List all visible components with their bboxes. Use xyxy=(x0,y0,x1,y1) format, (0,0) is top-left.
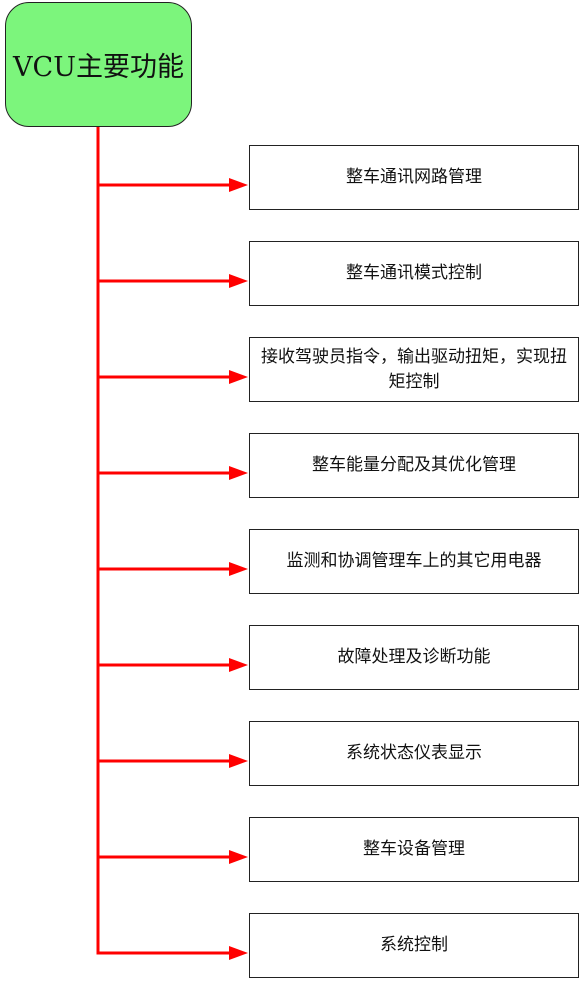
function-node-label: 整车设备管理 xyxy=(363,839,465,859)
arrowhead-icon xyxy=(229,850,248,864)
function-node-torque-control: 接收驾驶员指令，输出驱动扭矩，实现扭矩控制 xyxy=(249,337,579,402)
function-node-label: 整车通讯网路管理 xyxy=(346,167,482,187)
function-node-label: 系统状态仪表显示 xyxy=(346,743,482,763)
arrowhead-icon xyxy=(229,370,248,384)
arrowhead-icon xyxy=(229,562,248,576)
arrowhead-icon xyxy=(229,466,248,480)
function-node-communication-mode-control: 整车通讯模式控制 xyxy=(249,241,579,306)
function-node-status-display: 系统状态仪表显示 xyxy=(249,721,579,786)
root-node-label: VCU主要功能 xyxy=(13,52,184,83)
function-node-electrical-appliance-coordination: 监测和协调管理车上的其它用电器 xyxy=(249,529,579,594)
root-node-vcu-main-functions: VCU主要功能 xyxy=(5,2,192,127)
function-node-label: 接收驾驶员指令，输出驱动扭矩，实现扭矩控制 xyxy=(261,346,567,392)
arrowhead-icon xyxy=(229,274,248,288)
function-node-system-control: 系统控制 xyxy=(249,913,579,978)
function-node-label: 整车通讯模式控制 xyxy=(346,263,482,283)
arrowhead-icon xyxy=(229,754,248,768)
arrowhead-icon xyxy=(229,946,248,960)
function-node-fault-diagnosis: 故障处理及诊断功能 xyxy=(249,625,579,690)
function-node-label: 整车能量分配及其优化管理 xyxy=(312,455,516,475)
function-node-network-management: 整车通讯网路管理 xyxy=(249,145,579,210)
function-node-label: 系统控制 xyxy=(380,935,448,955)
function-node-label: 监测和协调管理车上的其它用电器 xyxy=(286,551,542,571)
arrowhead-icon xyxy=(229,178,248,192)
function-node-energy-management: 整车能量分配及其优化管理 xyxy=(249,433,579,498)
function-node-device-management: 整车设备管理 xyxy=(249,817,579,882)
arrowhead-icon xyxy=(229,658,248,672)
function-node-label: 故障处理及诊断功能 xyxy=(337,647,491,667)
